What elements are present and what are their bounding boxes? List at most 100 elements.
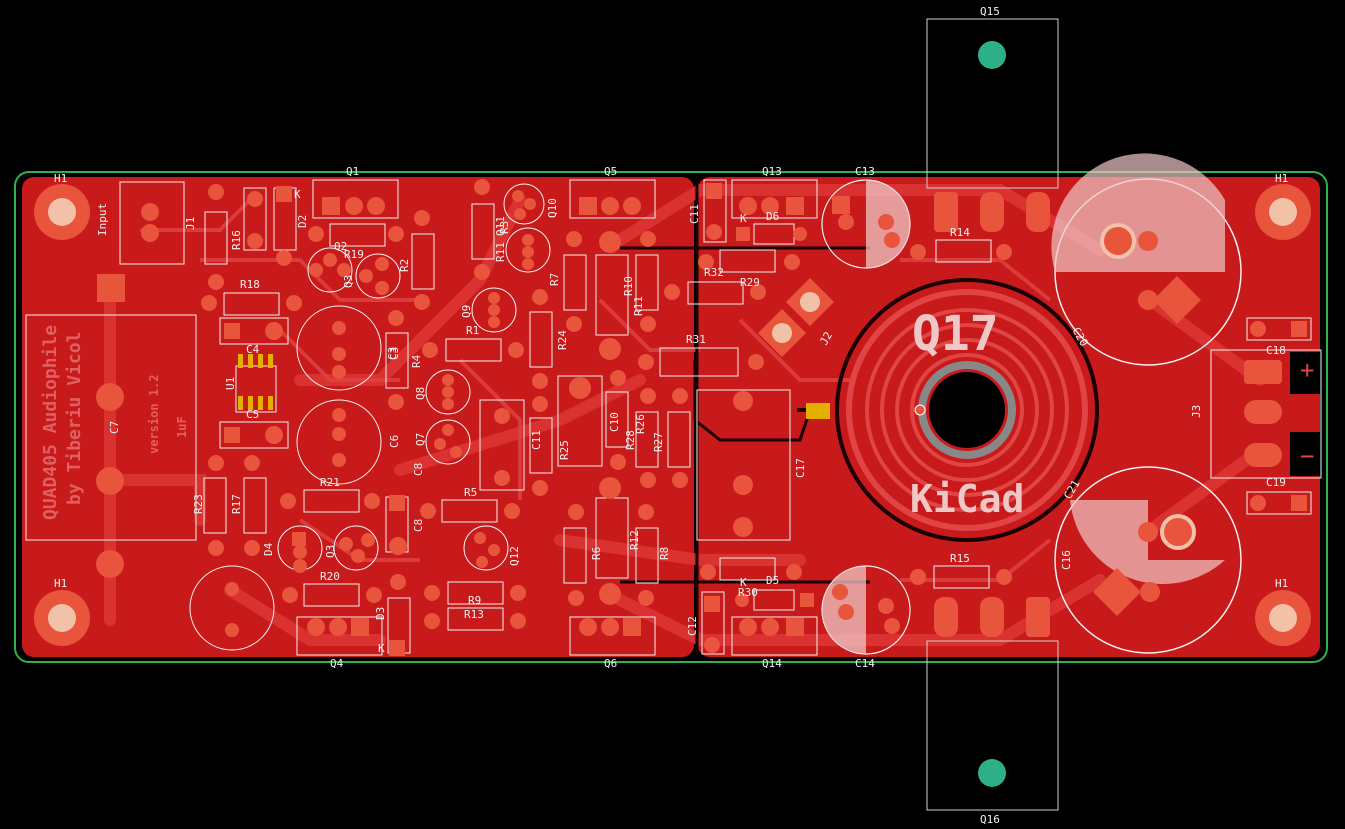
label-r15: R15: [950, 552, 970, 565]
label-c7: C7: [108, 421, 121, 434]
label-c16: C16: [1060, 550, 1073, 570]
pad-square: [97, 274, 125, 302]
label-c19: C19: [1266, 476, 1286, 489]
cap-c20: [1051, 153, 1242, 366]
label-c12: C12: [686, 616, 699, 636]
label-q3: Q3: [342, 275, 355, 288]
label-h1-bl: H1: [54, 577, 67, 590]
u1-smd-pads: [238, 354, 273, 410]
label-q2: Q2: [334, 240, 347, 253]
label-r29: R29: [740, 276, 760, 289]
label-c11: C11: [688, 204, 701, 224]
label-c17: C17: [794, 458, 807, 478]
label-c18: C18: [1266, 344, 1286, 357]
label-q13: Q13: [762, 165, 782, 178]
connector-j2: [757, 277, 835, 358]
label-k2: K: [740, 576, 747, 589]
label-q15: Q15: [980, 5, 1000, 18]
board-title-line2: by Tiberiu Vicol: [64, 332, 85, 505]
label-r25: R25: [558, 440, 571, 460]
label-r6: R6: [590, 547, 603, 560]
label-r24: R24: [556, 330, 569, 350]
label-h1-br: H1: [1275, 577, 1288, 590]
cap-c14: [821, 565, 911, 655]
label-r2: R2: [398, 259, 411, 272]
label-r31: R31: [686, 333, 706, 346]
label-k4: K: [378, 642, 385, 655]
cap-c13: [821, 179, 911, 269]
kicad-logo: KiCad: [910, 477, 1024, 521]
label-q6: Q6: [604, 657, 617, 670]
label-q9: Q9: [460, 305, 473, 318]
label-q17: Q17: [912, 306, 999, 362]
label-r32: R32: [704, 266, 724, 279]
label-q14: Q14: [762, 657, 782, 670]
label-c2: C8: [412, 463, 425, 476]
label-u1: U1: [224, 377, 237, 390]
label-r1: R1: [466, 324, 479, 337]
label-c6: C6: [388, 435, 401, 448]
label-d4: D4: [262, 542, 275, 556]
label-c14: C14: [855, 657, 875, 670]
label-c3: C3: [386, 347, 399, 360]
label-d6: D6: [766, 210, 779, 223]
label-d5: D5: [766, 574, 779, 587]
label-r16: R16: [230, 230, 243, 250]
label-q5: Q5: [604, 165, 617, 178]
label-c5: C5: [246, 408, 259, 421]
label-c10: C10: [608, 412, 621, 432]
label-q1-side: Q3: [324, 545, 337, 558]
label-r11: R11: [494, 242, 507, 262]
j3-minus: −: [1300, 442, 1314, 470]
component-pads: [201, 179, 1012, 656]
connector-j3: [1210, 349, 1322, 479]
label-r4: R4: [410, 354, 423, 368]
board-cap-value: 1uF: [175, 416, 189, 438]
label-q10: Q10: [546, 198, 559, 218]
label-r13: R13: [464, 608, 484, 621]
input-connector-j1: [119, 181, 185, 265]
c7-pads: [96, 383, 124, 578]
label-q12: Q12: [508, 546, 521, 566]
label-r28: R28: [624, 430, 637, 450]
label-h1-tl: H1: [54, 172, 67, 185]
label-h1-tr: H1: [1275, 172, 1288, 185]
label-r12: R12: [628, 530, 641, 550]
component-outlines: [189, 179, 992, 656]
label-r7: R7: [548, 273, 561, 286]
heatsink-q16: [926, 597, 1059, 811]
label-c4: C4: [246, 343, 260, 356]
label-r26: R26: [634, 414, 647, 434]
board-title-line1: QUAD405 Audiophile: [40, 325, 61, 520]
label-r3: R3: [498, 221, 511, 234]
label-r21: R21: [320, 476, 340, 489]
coil-via: [914, 404, 926, 416]
label-c1: C11: [530, 430, 543, 450]
label-r8: R8: [658, 547, 671, 560]
label-q16: Q16: [980, 813, 1000, 826]
label-q13b: C13: [855, 165, 875, 178]
label-r18: R18: [240, 278, 260, 291]
label-k1: K: [740, 212, 747, 225]
label-r23: R23: [192, 494, 205, 514]
label-r9: R9: [468, 594, 481, 607]
label-r14: R14: [950, 226, 970, 239]
label-q7: Q7: [414, 433, 427, 446]
label-q11: Q11: [494, 216, 507, 236]
heatsink-q15: [926, 18, 1059, 232]
label-r20: R20: [320, 570, 340, 583]
label-input: Input: [96, 203, 109, 236]
c17-pads: [733, 391, 753, 537]
label-j3: J3: [1190, 405, 1203, 418]
board-version: version 1.2: [147, 375, 161, 454]
coil-q17: [835, 278, 1099, 542]
label-r17: R17: [230, 494, 243, 514]
label-d3: D3: [374, 607, 387, 620]
label-j1: J1: [184, 217, 197, 230]
label-q1: Q1: [346, 165, 359, 178]
coil-smd-pad: [806, 403, 830, 419]
copper-pour-left: [22, 177, 694, 657]
label-r30: R30: [738, 586, 758, 599]
caps-c18-c19: [1246, 317, 1312, 515]
